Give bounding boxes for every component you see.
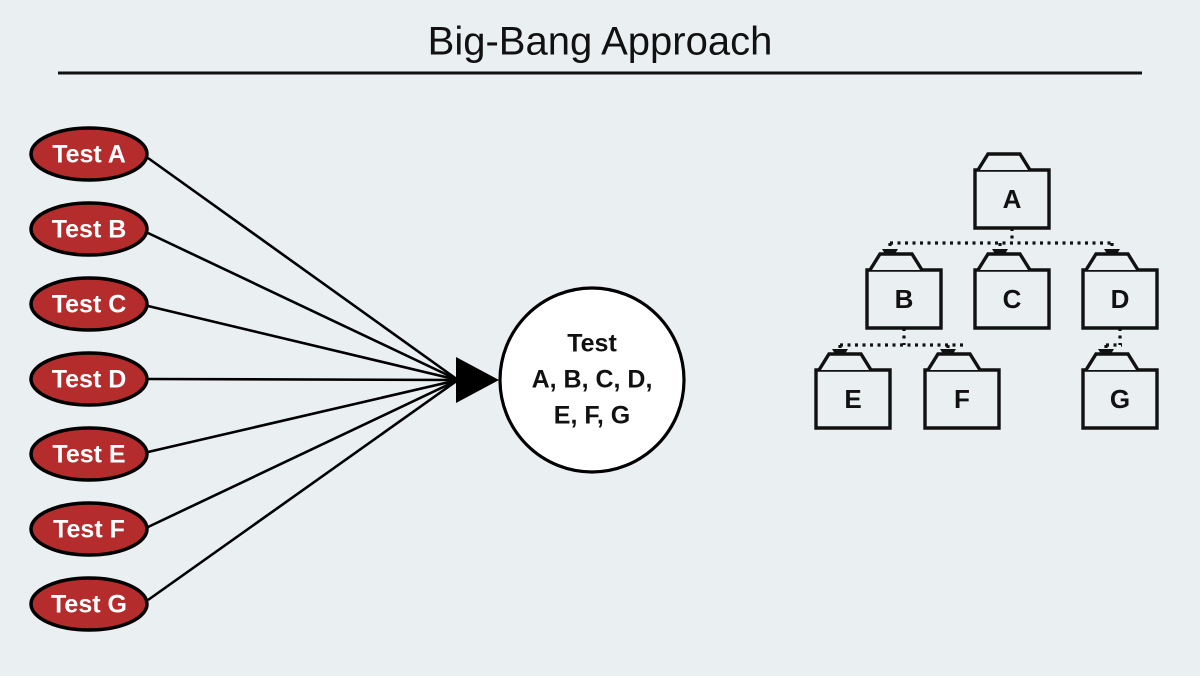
test-node-d[interactable]: Test D [29, 351, 149, 407]
test-node-shape [29, 126, 149, 182]
ray-test-a [147, 156, 459, 382]
folder-label: G [1110, 384, 1130, 414]
test-node-label: Test C [52, 291, 127, 319]
folder-tab-icon [976, 152, 1032, 171]
folder-label: C [1003, 284, 1022, 314]
test-node-label: Test D [52, 366, 127, 394]
folder-tab-icon [1084, 252, 1140, 271]
test-node-shape [29, 276, 149, 332]
test-node-f[interactable]: Test F [29, 501, 149, 557]
ray-test-f [147, 378, 459, 529]
module-tree: A B C D [814, 152, 1159, 430]
convergence-rays [147, 156, 459, 602]
test-node-e[interactable]: Test E [29, 426, 149, 482]
test-node-shape [29, 501, 149, 557]
folder-label: B [895, 284, 914, 314]
test-node-shape [29, 351, 149, 407]
arrow-head-icon [456, 357, 499, 403]
ray-test-e [147, 378, 459, 454]
folder-tab-icon [868, 252, 924, 271]
folder-label: D [1111, 284, 1130, 314]
folder-label: E [844, 384, 861, 414]
ray-test-d [147, 377, 459, 382]
test-hub-line-2: A, B, C, D, [532, 366, 653, 394]
test-hub-line-1: Test [567, 330, 617, 358]
folder-tab-icon [1084, 352, 1140, 371]
test-node-c[interactable]: Test C [29, 276, 149, 332]
test-hub-shape [498, 286, 686, 474]
test-node-label: Test B [52, 216, 127, 244]
folder-node-d[interactable]: D [1081, 252, 1159, 330]
folder-node-b[interactable]: B [865, 252, 943, 330]
test-node-shape [29, 426, 149, 482]
folder-label: A [1003, 184, 1022, 214]
ray-test-b [147, 231, 459, 382]
test-node-label: Test F [53, 516, 125, 544]
folder-tab-icon [976, 252, 1032, 271]
folder-node-a[interactable]: A [973, 152, 1051, 230]
page-title: Big-Bang Approach [428, 20, 773, 64]
test-node-shape [29, 201, 149, 257]
test-node-label: Test G [51, 591, 127, 619]
test-node-shape [29, 576, 149, 632]
test-node-label: Test A [52, 141, 126, 169]
test-node-label: Test E [52, 441, 125, 469]
test-node-a[interactable]: Test A [29, 126, 149, 182]
folder-node-g[interactable]: G [1081, 352, 1159, 430]
test-hub-node[interactable]: Test A, B, C, D, E, F, G [498, 286, 686, 474]
test-node-b[interactable]: Test B [29, 201, 149, 257]
test-node-g[interactable]: Test G [29, 576, 149, 632]
test-hub-line-3: E, F, G [554, 402, 630, 430]
folder-tab-icon [926, 352, 982, 371]
ray-test-c [147, 304, 459, 382]
ray-test-g [147, 378, 459, 602]
folder-node-f[interactable]: F [923, 352, 1001, 430]
folder-node-e[interactable]: E [814, 352, 892, 430]
test-node-list: Test A Test B Test C Test D Test E Test … [29, 126, 149, 632]
folder-tab-icon [817, 352, 873, 371]
folder-label: F [954, 384, 970, 414]
folder-node-c[interactable]: C [973, 252, 1051, 330]
